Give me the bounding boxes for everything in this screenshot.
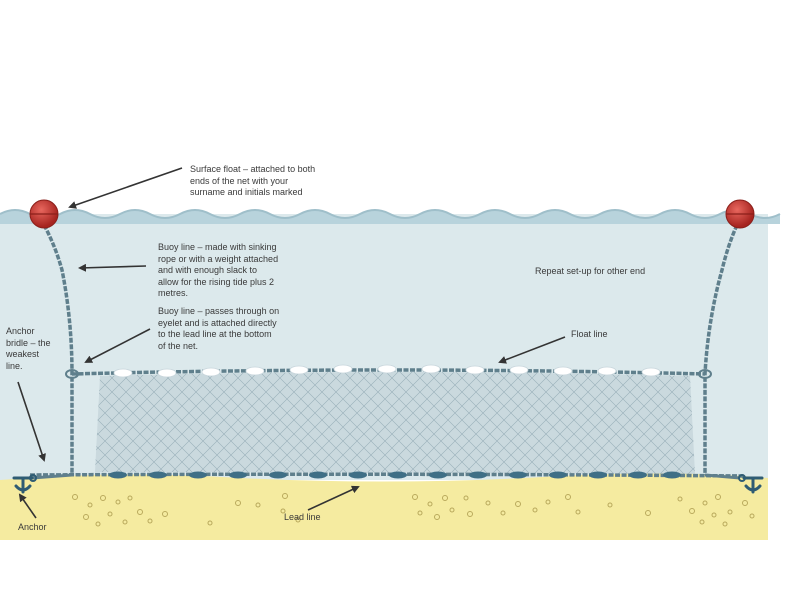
net-floats [113,364,661,378]
arrow-float-line [498,336,566,364]
anchor-icon [12,474,37,494]
buoy-line-right [703,224,739,475]
water-surface [0,210,780,224]
eyelet-left [65,369,79,379]
arrow-buoy-line [78,263,147,272]
arrow-anchor [18,493,37,519]
anchor-icon-right [738,474,764,494]
arrow-surface-float [68,167,183,209]
net-shading [95,372,695,474]
water-surface-line [0,209,781,219]
label-float-line: Float line [571,329,608,339]
label-anchor-bridle: Anchor bridle – the weakest line. [6,326,51,371]
seabed-pebbles [72,493,755,527]
label-anchor: Anchor [18,522,47,532]
label-buoy-line-eyelet: Buoy line – passes through on eyelet and… [158,306,280,351]
label-surface-float: Surface float – attached to both ends of… [190,164,316,197]
seabed-sand [0,473,768,540]
label-repeat-setup: Repeat set-up for other end [535,266,646,276]
lead-weights [109,471,681,479]
arrow-buoy-line-eyelet [84,328,151,363]
label-buoy-line-sinking: Buoy line – made with sinking rope or wi… [158,242,279,298]
anchor-bridle-right [704,473,741,480]
arrow-lead-line [307,485,360,511]
label-lead-line: Lead line [284,512,321,522]
eyelet-right [698,369,712,379]
callout-arrows [17,167,566,519]
arrow-anchor-bridle [17,381,46,462]
buoy-line-left [42,224,74,475]
net-mesh [95,372,695,474]
anchor-bridle-left [31,473,73,480]
